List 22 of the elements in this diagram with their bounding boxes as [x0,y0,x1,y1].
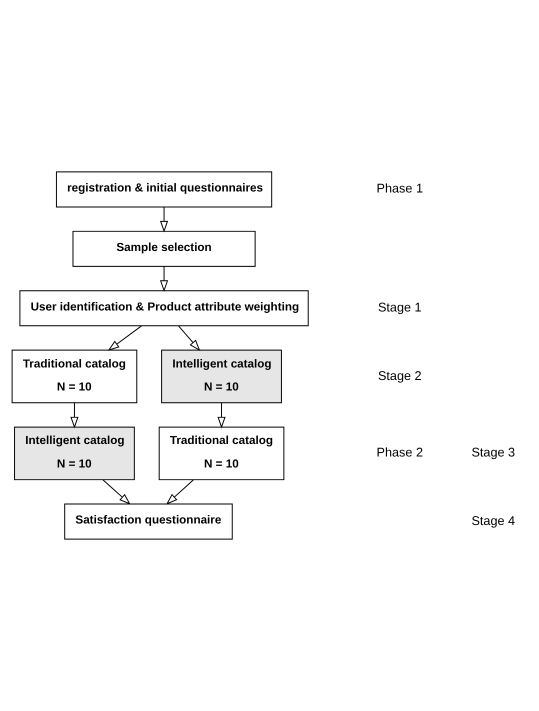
arrow [166,479,194,505]
arrow [217,402,226,429]
arrow [160,266,168,292]
label: Stage 2 [378,368,422,383]
node-box: Traditional catalog N = 10 [158,426,284,480]
node-box: Intelligent catalog N = 10 [14,426,135,480]
label: Stage 3 [471,446,516,460]
node-box: Intelligent catalog N = 10 [161,350,282,404]
label: Stage 4 [471,514,516,528]
arrow [70,402,79,429]
arrow [160,206,168,233]
arrow [108,325,142,351]
node-box: Traditional catalog N = 10 [12,350,138,404]
node-box: Sample selection [72,230,256,267]
label: Stage 1 [378,300,422,315]
label: Phase 1 [376,182,424,196]
node-box: Satisfaction questionnaire [64,504,233,540]
arrow [102,479,131,505]
node-box: User identification & Product attribute weighting [19,290,309,326]
node-box: registration & initial questionnaires [56,171,272,208]
arrow [178,325,200,352]
label: Phase 2 [376,446,424,460]
